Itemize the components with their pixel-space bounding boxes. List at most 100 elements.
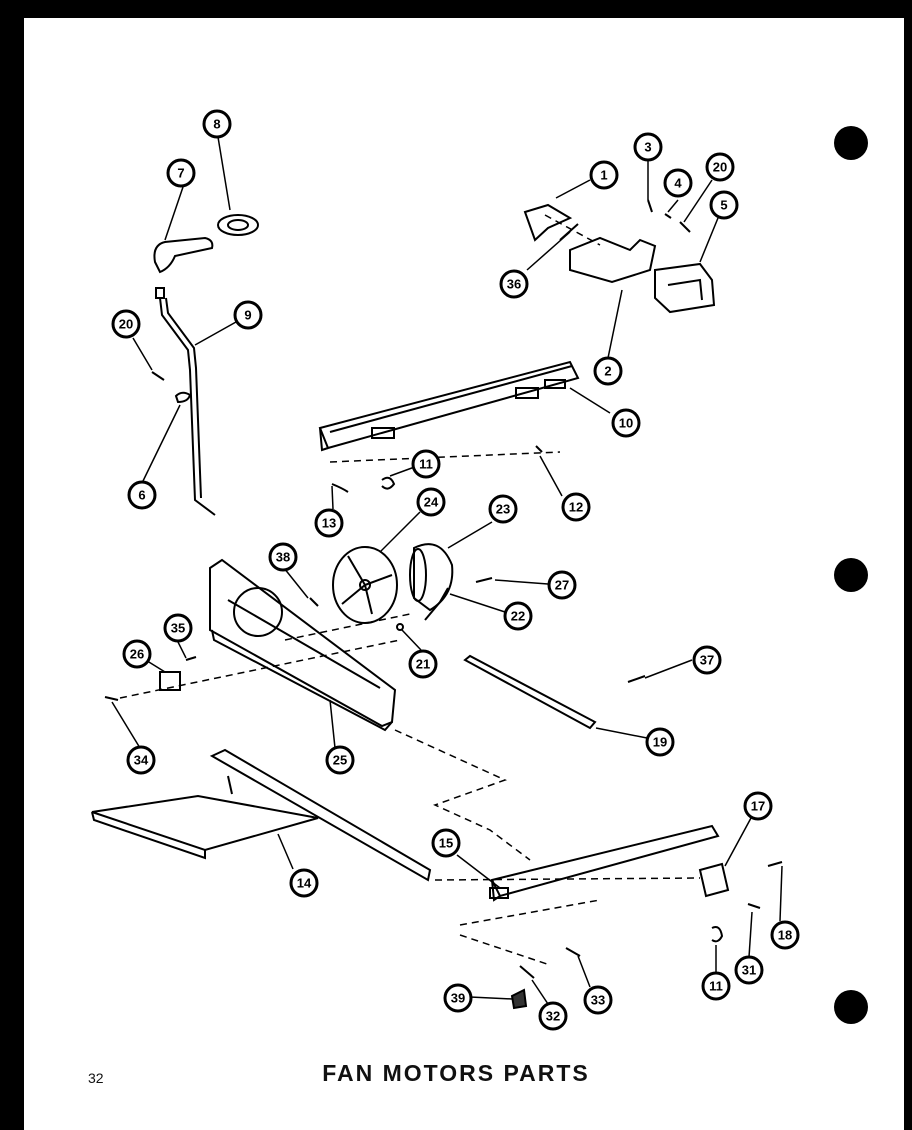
callout-19: [645, 727, 675, 757]
callout-7: [166, 158, 196, 188]
callout-26: [122, 639, 152, 669]
part-14-base-pan: [91, 748, 432, 882]
callout-35: [163, 613, 193, 643]
binder-hole-top: [834, 126, 868, 160]
part-24-fan-blade: [332, 546, 398, 624]
callout-20a: [111, 309, 141, 339]
callout-bubbles: [111, 109, 800, 1031]
callout-label: 7: [177, 166, 184, 181]
part-31-screw: [747, 903, 761, 909]
callout-label: 9: [244, 308, 251, 323]
assembly-lines: [119, 214, 701, 966]
callout-5: [709, 190, 739, 220]
callout-label: 1: [600, 168, 607, 183]
callout-22: [503, 601, 533, 631]
callout-4: [663, 168, 693, 198]
parts-drawings: [91, 199, 783, 1010]
callout-label: 4: [674, 176, 682, 191]
callout-14: [289, 868, 319, 898]
binder-hole-bottom: [834, 990, 868, 1024]
callout-13: [314, 508, 344, 538]
part-15-channel: [489, 824, 720, 902]
part-39-foot: [510, 988, 528, 1010]
callout-label: 19: [653, 735, 667, 750]
callout-32: [538, 1001, 568, 1031]
part-34-screw: [104, 696, 119, 701]
callout-label: 38: [276, 550, 290, 565]
part-4-washer: [664, 213, 672, 219]
page-number: 32: [88, 1070, 104, 1086]
part-21-washer: [396, 623, 404, 631]
callout-label: 22: [511, 609, 525, 624]
callout-12: [561, 492, 591, 522]
part-7-elbow: [153, 236, 214, 299]
callout-38: [268, 542, 298, 572]
callout-label: 27: [555, 578, 569, 593]
callout-labels: 1 2 3 4 5 6 7 8 9 10 11 11 12 13 14 15 1…: [119, 117, 792, 1024]
part-18-screw: [767, 861, 783, 867]
part-8-ring: [217, 214, 259, 236]
part-12-nut: [535, 445, 543, 453]
part-20-screw-right: [679, 221, 691, 233]
binder-hole-middle: [834, 558, 868, 592]
part-11-clip-lower: [711, 926, 724, 943]
part-11-clip: [381, 476, 396, 490]
part-32-screw: [519, 965, 535, 979]
callout-label: 33: [591, 993, 605, 1008]
callout-36: [499, 269, 529, 299]
part-13-wire: [331, 483, 349, 493]
callout-27: [547, 570, 577, 600]
callout-15: [431, 828, 461, 858]
callout-2: [593, 356, 623, 386]
callout-label: 37: [700, 653, 714, 668]
callout-label: 24: [424, 495, 439, 510]
part-6-grommet: [174, 391, 192, 404]
callout-1: [589, 160, 619, 190]
callout-label: 20: [119, 317, 133, 332]
binder-holes: [834, 126, 868, 1024]
callout-label: 12: [569, 500, 583, 515]
callout-label: 36: [507, 277, 521, 292]
callout-label: 6: [138, 488, 145, 503]
callout-label: 13: [322, 516, 336, 531]
callout-label: 8: [213, 117, 220, 132]
callout-24: [416, 487, 446, 517]
callout-label: 32: [546, 1009, 560, 1024]
part-23-motor: [409, 543, 454, 612]
callout-label: 2: [604, 364, 611, 379]
callout-label: 26: [130, 647, 144, 662]
callout-21: [408, 649, 438, 679]
part-27-screw: [475, 577, 493, 583]
callout-25: [325, 745, 355, 775]
callout-18: [770, 920, 800, 950]
part-19-strip: [463, 654, 597, 730]
callout-label: 3: [644, 140, 651, 155]
leader-lines: [111, 136, 783, 1005]
part-38-nut: [309, 597, 319, 607]
callout-9: [233, 300, 263, 330]
callout-label: 5: [720, 198, 727, 213]
part-25-shroud: [209, 558, 397, 732]
callout-label: 11: [419, 457, 433, 472]
part-37-screw: [627, 675, 646, 683]
callout-11a: [411, 449, 441, 479]
callout-label: 14: [297, 876, 312, 891]
callout-6: [127, 480, 157, 510]
page-title: FAN MOTORS PARTS: [322, 1060, 590, 1086]
callout-17: [743, 791, 773, 821]
callout-label: 10: [619, 416, 633, 431]
callout-label: 17: [751, 799, 765, 814]
part-17-control: [698, 862, 730, 898]
callout-8: [202, 109, 232, 139]
callout-34: [126, 745, 156, 775]
part-1-bracket: [523, 203, 573, 242]
callout-label: 35: [171, 621, 185, 636]
callout-label: 25: [333, 753, 347, 768]
callout-39: [443, 983, 473, 1013]
callout-37: [692, 645, 722, 675]
part-35-screw: [185, 656, 197, 661]
callout-23: [488, 494, 518, 524]
callout-3: [633, 132, 663, 162]
callout-10: [611, 408, 641, 438]
